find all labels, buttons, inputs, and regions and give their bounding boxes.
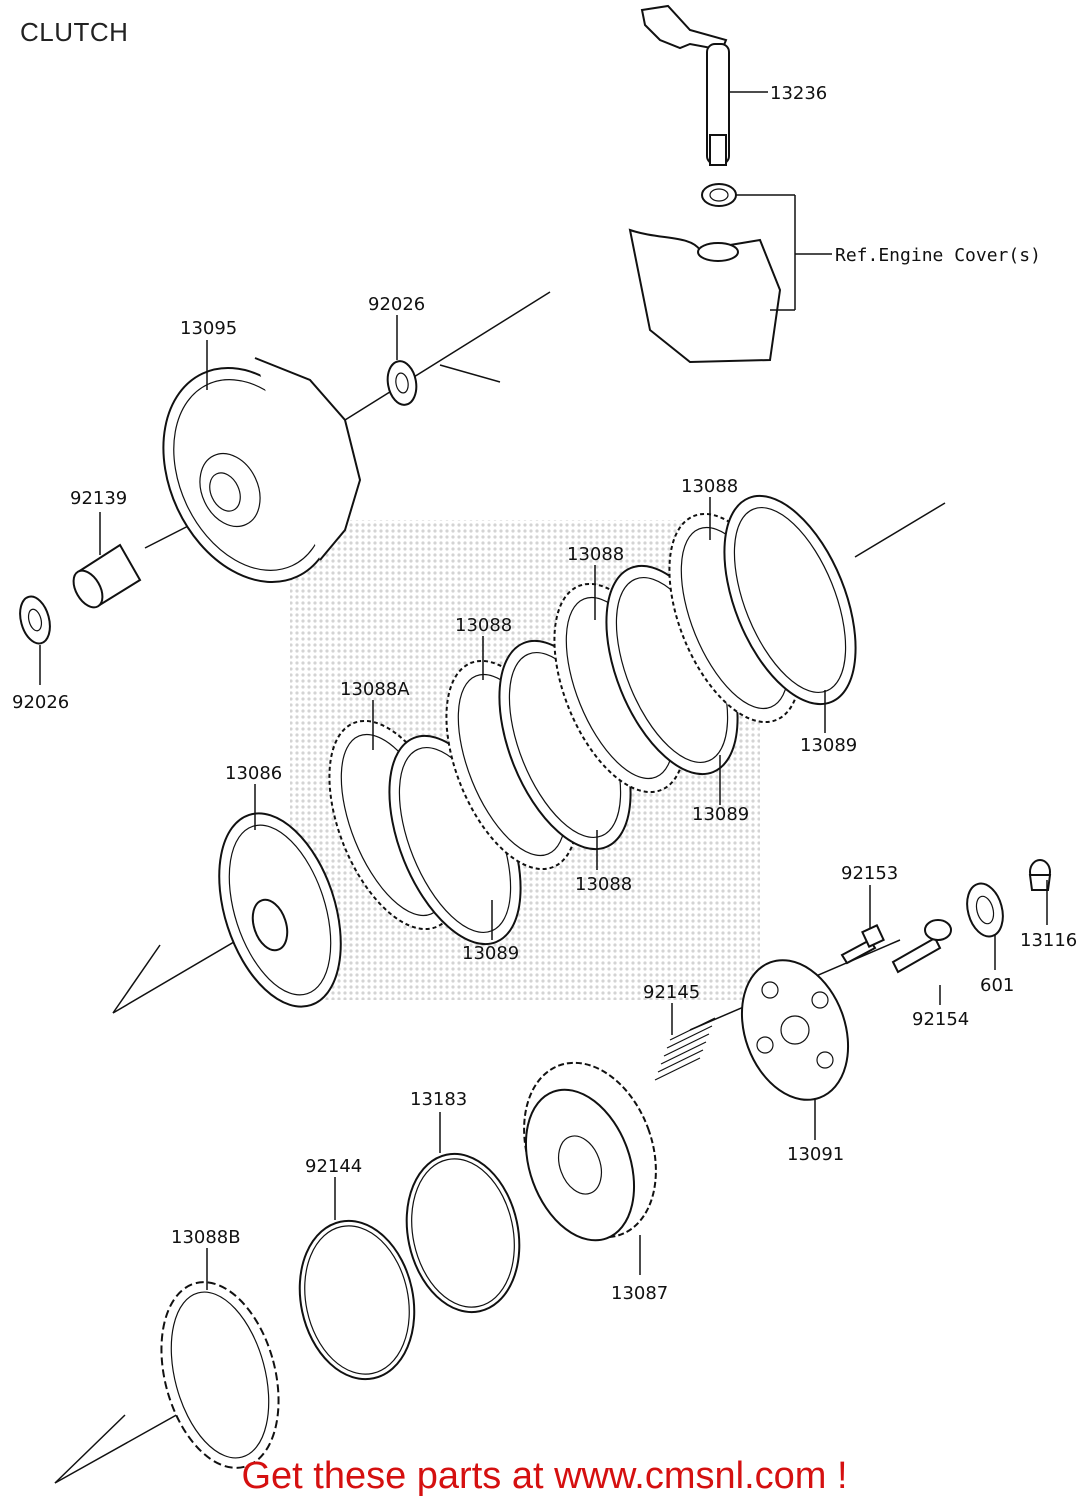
bolt-92154 (891, 919, 952, 1005)
washer-92026-top (386, 315, 418, 406)
label-13088-d[interactable]: 13088 (575, 874, 632, 895)
label-13236[interactable]: 13236 (770, 83, 827, 104)
label-13088-b[interactable]: 13088 (567, 544, 624, 565)
sleeve-92139 (72, 512, 142, 609)
label-13088B[interactable]: 13088B (171, 1227, 241, 1248)
washer-92026-left (19, 595, 51, 685)
label-92153[interactable]: 92153 (841, 863, 898, 884)
label-92026-left[interactable]: 92026 (12, 692, 69, 713)
clutch-plate-stack (328, 494, 857, 946)
label-92144[interactable]: 92144 (305, 1156, 362, 1177)
part-labels: 13236 Ref.Engine Cover(s) 13095 92026 92… (12, 83, 1077, 1304)
label-13089-a[interactable]: 13089 (800, 735, 857, 756)
label-13088-a[interactable]: 13088 (681, 476, 738, 497)
label-13116[interactable]: 13116 (1020, 930, 1077, 951)
release-shaft-13236 (640, 4, 768, 166)
label-13087[interactable]: 13087 (611, 1283, 668, 1304)
clutch-hub-13087 (523, 1061, 657, 1275)
footer-link-text[interactable]: Get these parts at www.cmsnl.com ! (241, 1455, 848, 1497)
label-92145[interactable]: 92145 (643, 982, 700, 1003)
bolt-92153 (840, 885, 885, 965)
oil-seal-and-engine-cover (628, 183, 832, 364)
spring-92145 (654, 1003, 716, 1081)
label-601[interactable]: 601 (980, 975, 1014, 996)
label-13089-b[interactable]: 13089 (692, 804, 749, 825)
label-92154[interactable]: 92154 (912, 1009, 969, 1030)
label-92139[interactable]: 92139 (70, 488, 127, 509)
ring-13183 (405, 1112, 521, 1314)
label-13183[interactable]: 13183 (410, 1089, 467, 1110)
label-13095[interactable]: 13095 (180, 318, 237, 339)
clutch-housing-13095 (162, 340, 362, 583)
label-13086[interactable]: 13086 (225, 763, 282, 784)
page-title: CLUTCH (20, 17, 129, 47)
bearing-601 (966, 882, 1004, 970)
friction-plate-13088B (160, 1248, 280, 1469)
label-13088-c[interactable]: 13088 (455, 615, 512, 636)
label-13091[interactable]: 13091 (787, 1144, 844, 1165)
pressure-plate-13086 (218, 784, 342, 1008)
label-ref-engine-cover[interactable]: Ref.Engine Cover(s) (835, 245, 1041, 266)
label-13088A[interactable]: 13088A (340, 679, 410, 700)
label-13089-c[interactable]: 13089 (462, 943, 519, 964)
pressure-plate-13091 (740, 959, 850, 1140)
pushrod-13116 (1028, 859, 1052, 925)
label-92026-top[interactable]: 92026 (368, 294, 425, 315)
ring-92144 (298, 1177, 416, 1381)
